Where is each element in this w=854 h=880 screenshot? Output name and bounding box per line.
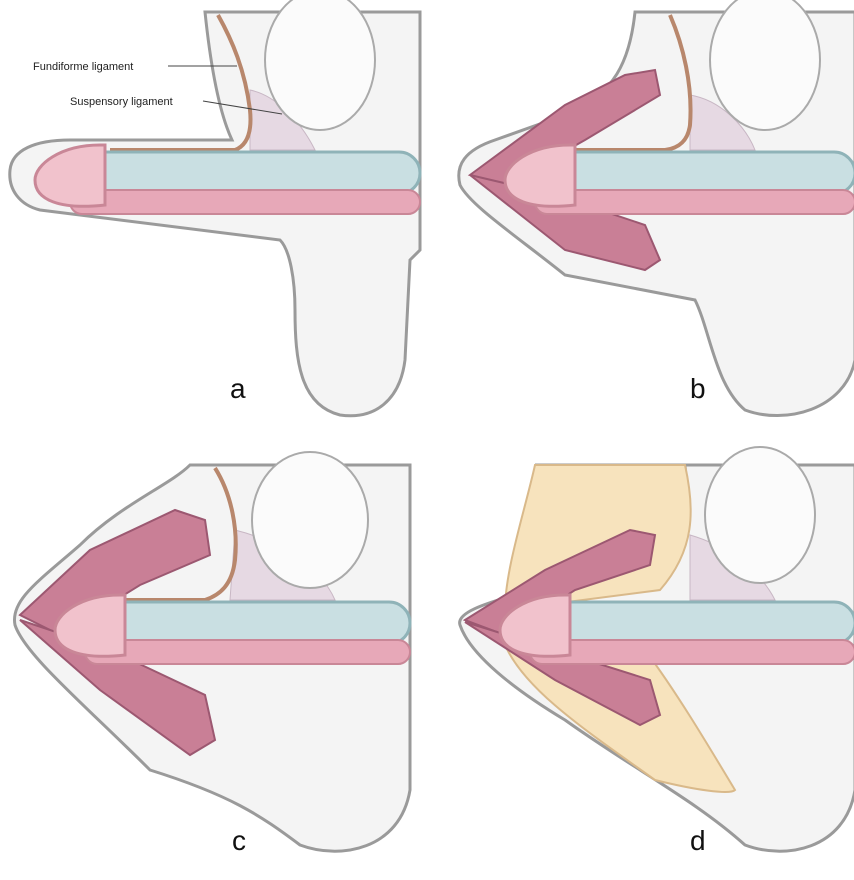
corpus-spongiosum (535, 190, 854, 214)
pubic-structure (265, 0, 375, 130)
pubic-structure (705, 447, 815, 583)
panel-label: b (690, 373, 706, 404)
pubic-structure (710, 0, 820, 130)
panel-label: d (690, 825, 706, 856)
suspensory-label: Suspensory ligament (70, 96, 173, 108)
corpus-cavernosum (95, 602, 410, 644)
corpus-cavernosum (540, 602, 854, 644)
panel-label: a (230, 373, 246, 404)
fundiform-label: Fundiforme ligament (33, 61, 133, 73)
corpus-spongiosum (70, 190, 420, 214)
corpus-spongiosum (85, 640, 410, 664)
pubic-structure (252, 452, 368, 588)
panel-b: b (459, 0, 854, 416)
corpus-spongiosum (530, 640, 854, 664)
panel-a: Fundiforme ligament Suspensory ligament … (10, 0, 420, 416)
corpus-cavernosum (545, 152, 854, 194)
panel-c: c (14, 452, 410, 856)
panel-label: c (232, 825, 246, 856)
corpus-cavernosum (80, 152, 420, 194)
panel-d: d (460, 447, 854, 856)
